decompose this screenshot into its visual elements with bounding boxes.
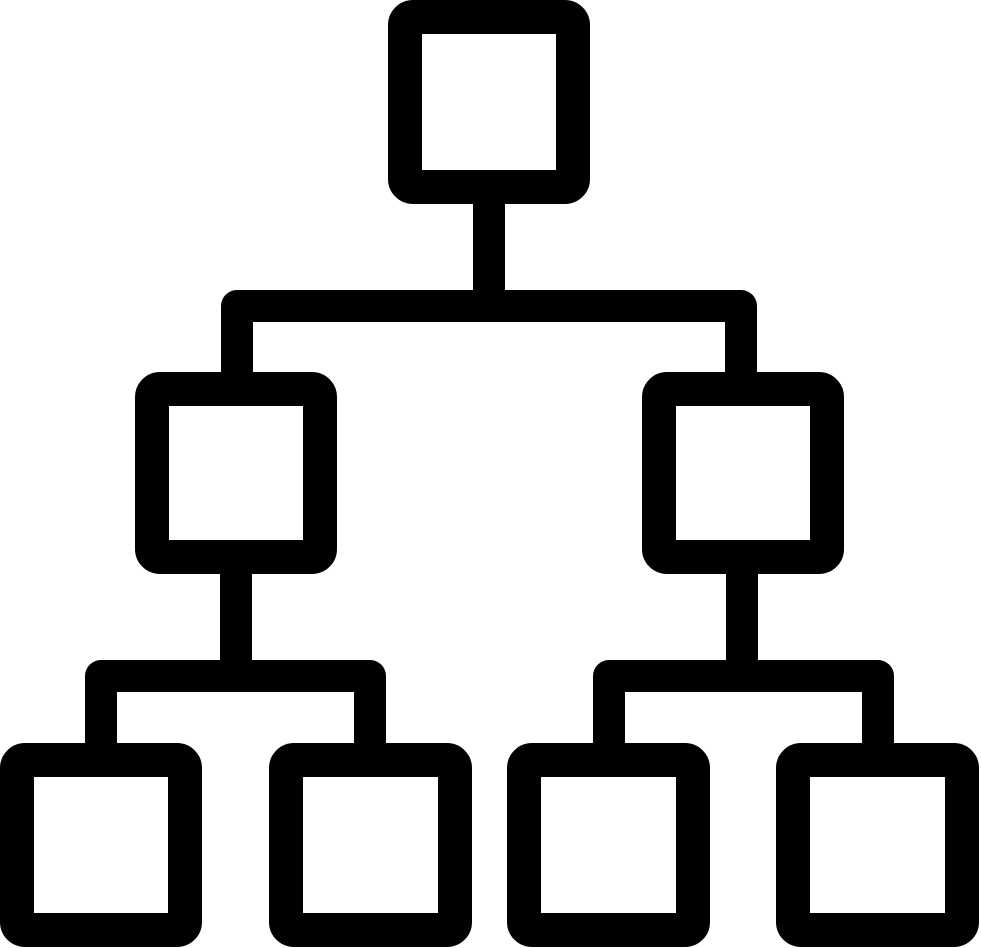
connector-level-2-bar: [221, 290, 757, 378]
node-root: [388, 0, 590, 204]
node-leaf-3: [507, 743, 710, 947]
node-child-right: [642, 372, 844, 574]
node-leaf-4: [776, 743, 979, 947]
node-leaf-2: [269, 743, 472, 947]
connectors: [85, 196, 894, 750]
connector-right-bar: [593, 660, 894, 750]
node-child-left: [135, 372, 337, 574]
connector-left-bar: [85, 660, 386, 750]
node-leaf-1: [0, 743, 202, 947]
